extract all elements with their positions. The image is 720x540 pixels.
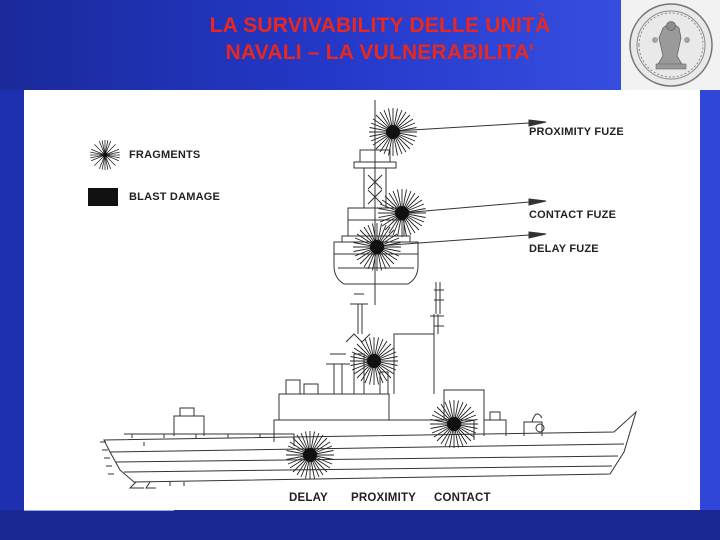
fuze-trajectories [376, 119, 547, 247]
title-line-1: LA SURVIVABILITY DELLE UNITÀ [209, 14, 551, 37]
footer-accent-line [24, 509, 174, 511]
delay-burst-profile [285, 430, 335, 480]
header-band [0, 0, 720, 90]
profile-contact-label: CONTACT [434, 492, 491, 504]
slide-title: LA SURVIVABILITY DELLE UNITÀ NAVALI – LA… [150, 12, 610, 66]
delay-burst-section [352, 222, 402, 272]
proximity-burst-section [368, 107, 418, 157]
profile-proximity-label: PROXIMITY [351, 492, 417, 504]
diagram-area: FRAGMENTS BLAST DAMAGE PROXIMITY FUZE CO… [24, 90, 700, 510]
proximity-burst-profile [349, 336, 399, 386]
ship-profile [100, 282, 637, 489]
contact-burst-profile [429, 399, 479, 449]
contact-burst-section [377, 188, 427, 238]
ship-cross-section [333, 100, 419, 305]
fragments-legend-icon [89, 139, 121, 171]
left-border [0, 90, 24, 510]
ship-vulnerability-diagram [88, 100, 637, 489]
delay-fuze-label: DELAY FUZE [529, 243, 599, 255]
legend-fragments-label: FRAGMENTS [129, 149, 201, 161]
profile-delay-label: DELAY [289, 492, 328, 504]
university-seal-icon [621, 0, 720, 90]
legend-blast-label: BLAST DAMAGE [129, 191, 221, 203]
right-border [700, 90, 720, 510]
proximity-fuze-label: PROXIMITY FUZE [529, 126, 624, 138]
footer-band [0, 510, 720, 540]
title-line-2: NAVALI – LA VULNERABILITA’ [225, 41, 535, 64]
blast-damage-legend-icon [88, 188, 118, 206]
contact-fuze-label: CONTACT FUZE [529, 209, 617, 221]
